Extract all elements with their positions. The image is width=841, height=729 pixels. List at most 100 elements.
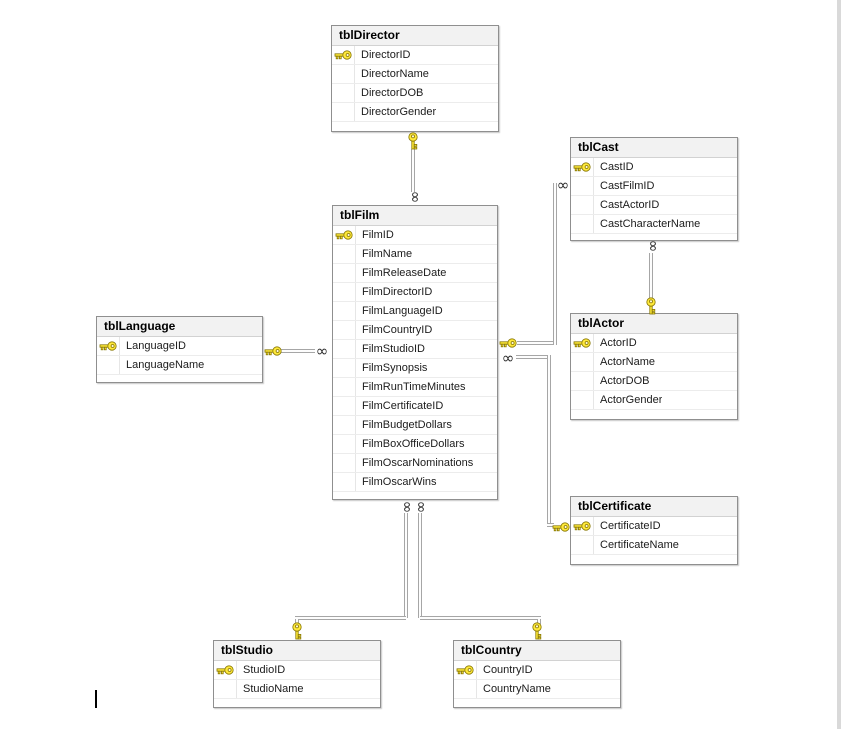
relationship-line-studio-film[interactable] [295,619,299,624]
table-title[interactable]: tblDirector [332,26,498,46]
column-row[interactable]: CastID [571,158,737,177]
relationship-line-film-cast[interactable] [553,183,557,345]
infinity-icon: ∞ [644,239,662,253]
column-name: LanguageID [126,340,186,352]
text-cursor [95,690,97,708]
relationship-line-country-film[interactable] [420,616,541,620]
empty-key-cell [333,416,356,434]
column-row[interactable]: FilmReleaseDate [333,264,497,283]
column-row[interactable]: FilmCountryID [333,321,497,340]
column-name: FilmOscarNominations [362,457,474,469]
column-row[interactable]: CertificateName [571,536,737,555]
column-name: DirectorName [361,68,429,80]
column-row[interactable]: FilmLanguageID [333,302,497,321]
relationship-line-film-cast[interactable] [517,341,555,345]
table-title[interactable]: tblStudio [214,641,380,661]
table-bottom-strip [97,375,262,382]
column-row[interactable]: FilmName [333,245,497,264]
column-row[interactable]: LanguageName [97,356,262,375]
relationship-line-certificate-film[interactable] [516,355,549,359]
column-row[interactable]: ActorID [571,334,737,353]
relationship-many-endpoint-country-film: ∞ [412,500,430,514]
empty-key-cell [333,378,356,396]
column-row[interactable]: FilmDirectorID [333,283,497,302]
empty-key-cell [332,84,355,102]
column-name: FilmBoxOfficeDollars [362,438,465,450]
primary-key-icon [332,46,355,64]
column-row[interactable]: CastCharacterName [571,215,737,234]
column-row[interactable]: ActorDOB [571,372,737,391]
table-title[interactable]: tblCountry [454,641,620,661]
empty-key-cell [571,372,594,390]
table-title[interactable]: tblFilm [333,206,497,226]
infinity-icon: ∞ [412,500,430,514]
table-title[interactable]: tblCast [571,138,737,158]
relationship-many-endpoint-film-cast: ∞ [554,178,572,193]
column-name: FilmRunTimeMinutes [362,381,466,393]
column-name: FilmOscarWins [362,476,437,488]
empty-key-cell [214,680,237,698]
column-row[interactable]: ActorName [571,353,737,372]
column-row[interactable]: DirectorGender [332,103,498,122]
primary-key-icon [333,226,356,244]
relationship-line-country-film[interactable] [537,619,541,624]
column-row[interactable]: FilmOscarNominations [333,454,497,473]
empty-key-cell [332,65,355,83]
column-row[interactable]: DirectorID [332,46,498,65]
relationship-line-actor-cast[interactable] [649,253,653,298]
relationship-line-country-film[interactable] [418,513,422,618]
empty-key-cell [333,302,356,320]
table-title[interactable]: tblActor [571,314,737,334]
column-name: ActorGender [600,394,663,406]
empty-key-cell [454,680,477,698]
table-title[interactable]: tblLanguage [97,317,262,337]
column-row[interactable]: FilmOscarWins [333,473,497,492]
column-name: FilmBudgetDollars [362,419,452,431]
column-row[interactable]: FilmBudgetDollars [333,416,497,435]
column-row[interactable]: FilmBoxOfficeDollars [333,435,497,454]
table-title[interactable]: tblCertificate [571,497,737,517]
relationship-line-certificate-film[interactable] [547,355,551,527]
column-row[interactable]: DirectorName [332,65,498,84]
column-name: ActorDOB [600,375,650,387]
column-row[interactable]: CountryName [454,680,620,699]
column-row[interactable]: StudioName [214,680,380,699]
column-name: FilmCountryID [362,324,433,336]
table-bottom-strip [333,492,497,499]
table-bottom-strip [571,410,737,419]
column-name: FilmCertificateID [362,400,444,412]
relationship-line-language-film[interactable] [281,349,315,353]
column-row[interactable]: CountryID [454,661,620,680]
relationship-line-studio-film[interactable] [404,513,408,618]
primary-key-icon [214,661,237,679]
relationship-line-director-film[interactable] [411,149,415,192]
infinity-icon: ∞ [406,190,424,204]
column-row[interactable]: LanguageID [97,337,262,356]
column-row[interactable]: ActorGender [571,391,737,410]
column-name: FilmSynopsis [362,362,428,374]
relationship-line-studio-film[interactable] [295,616,406,620]
relationship-line-certificate-film[interactable] [547,523,554,527]
column-row[interactable]: FilmSynopsis [333,359,497,378]
column-name: CastActorID [600,199,660,211]
column-row[interactable]: CertificateID [571,517,737,536]
column-row[interactable]: CastActorID [571,196,737,215]
column-row[interactable]: CastFilmID [571,177,737,196]
column-row[interactable]: FilmStudioID [333,340,497,359]
column-row[interactable]: DirectorDOB [332,84,498,103]
column-row[interactable]: StudioID [214,661,380,680]
column-row[interactable]: FilmCertificateID [333,397,497,416]
relationship-key-endpoint-film-cast [499,337,517,349]
column-name: CertificateName [600,539,679,551]
column-row[interactable]: FilmRunTimeMinutes [333,378,497,397]
column-row[interactable]: FilmID [333,226,497,245]
